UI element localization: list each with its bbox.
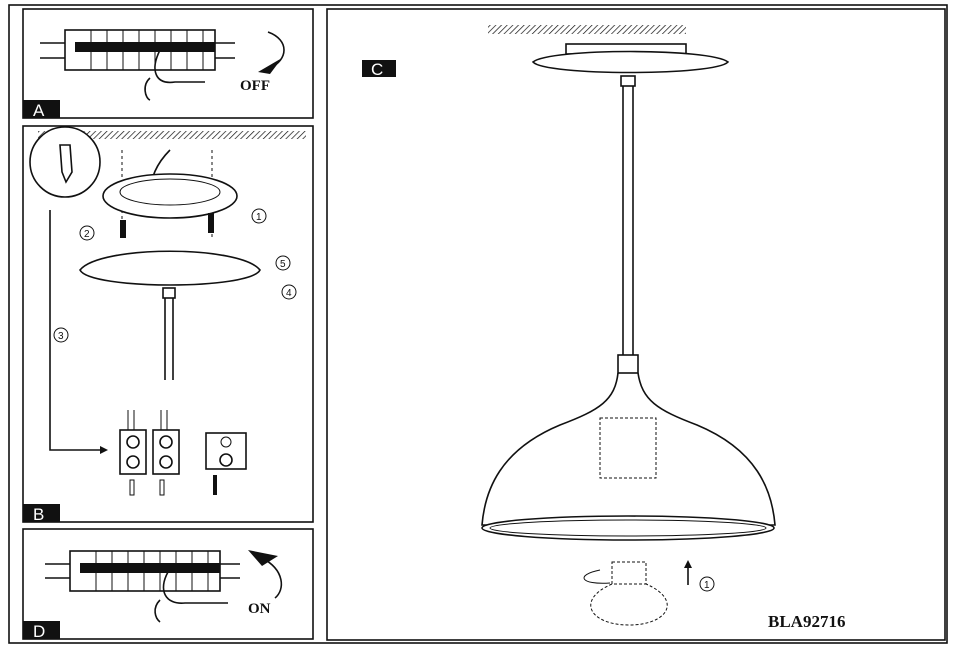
step-1: 1: [256, 212, 262, 223]
wall-plug-detail-icon: [29, 126, 101, 198]
lamp-socket: [599, 417, 657, 479]
panel-d-label: D: [33, 622, 45, 641]
hand-icon: [144, 49, 205, 101]
circuit-breaker-icon: [69, 550, 221, 592]
panel-a: OFF A: [22, 8, 314, 120]
panel-b: 2 1 3 4 5 B: [22, 125, 314, 524]
panel-c-label: C: [371, 60, 383, 79]
circuit-breaker-icon: [64, 29, 216, 71]
on-label: ON: [248, 601, 271, 617]
step-2: 2: [84, 229, 90, 240]
ceiling-hatch: [488, 25, 686, 34]
canopy: [79, 250, 261, 286]
panel-c: C 1 BLA92716: [326, 8, 946, 641]
step-1-bulb: 1: [704, 580, 710, 591]
step-3: 3: [58, 331, 64, 342]
hand-icon: [154, 571, 228, 623]
step-markers: 2 1 3 4 5: [53, 208, 297, 343]
ceiling-hatch: [38, 131, 306, 139]
step-5: 5: [280, 259, 286, 270]
canopy: [531, 50, 730, 74]
terminal-block-icon: [119, 410, 180, 496]
off-label: OFF: [240, 78, 270, 94]
outer-frame: [8, 4, 948, 644]
panel-d: ON D: [22, 528, 314, 641]
ceiling-mount-bracket: [102, 173, 238, 219]
panel-b-label: B: [33, 505, 44, 524]
ground-terminal-icon: [205, 432, 247, 495]
model-number: BLA92716: [768, 612, 845, 631]
light-bulb-icon: [583, 561, 668, 626]
panel-a-label: A: [33, 101, 45, 120]
step-4: 4: [286, 288, 292, 299]
lamp-shade: [481, 372, 776, 526]
